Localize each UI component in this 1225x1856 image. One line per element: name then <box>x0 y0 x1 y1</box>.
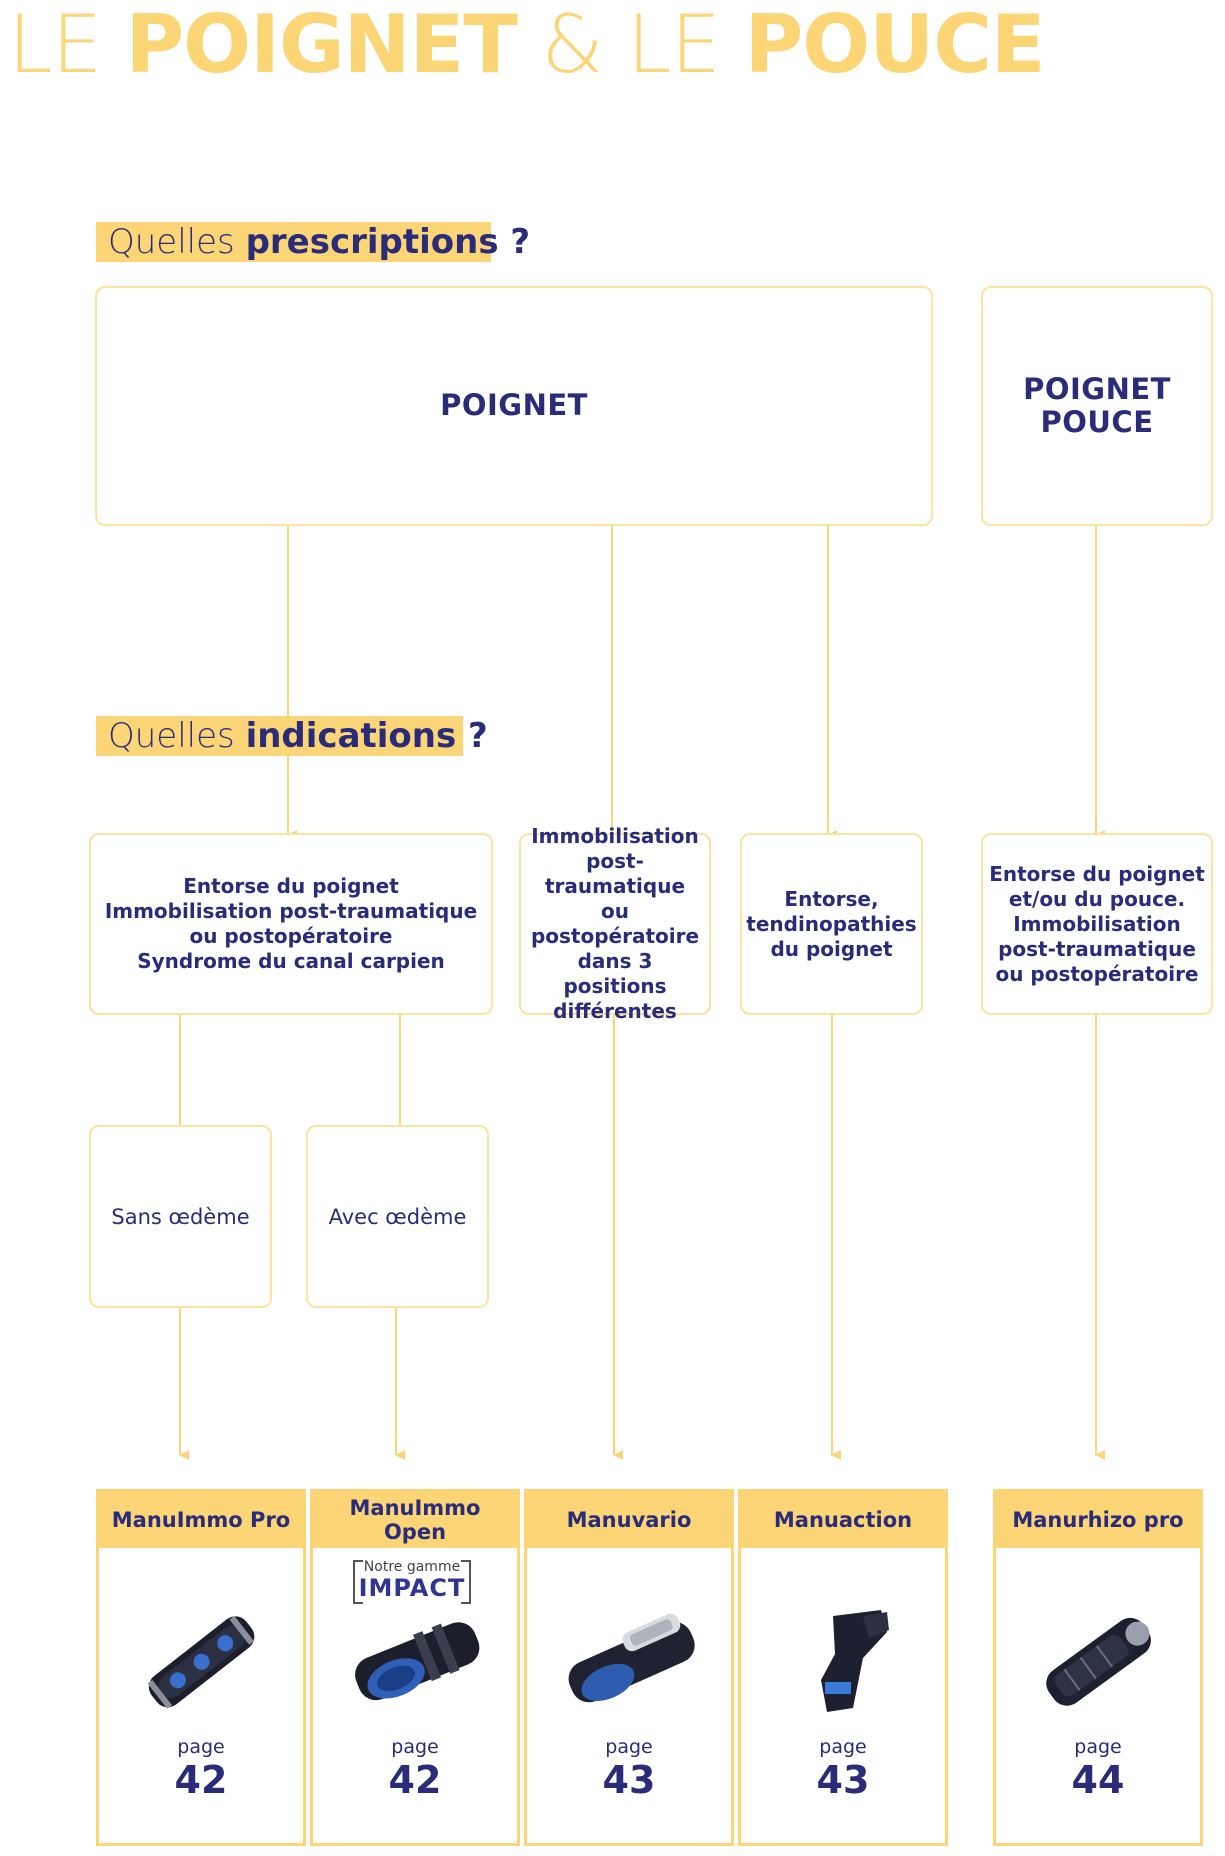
product-card[interactable]: Manuaction page 43 <box>738 1489 948 1846</box>
page-title: LE POIGNET & LE POUCE <box>8 0 1046 91</box>
brace-image <box>1046 1617 1151 1706</box>
product-name: Manuaction <box>741 1492 945 1548</box>
page-number: 43 <box>602 1758 656 1802</box>
sub-indication-sans-oedeme-box: Sans œdème <box>89 1125 272 1308</box>
page-label: page <box>819 1736 867 1758</box>
page-label: page <box>605 1736 653 1758</box>
product-name: Manurhizo pro <box>996 1492 1200 1548</box>
brace-image <box>568 1613 695 1703</box>
prescription-poignet-box: POIGNET <box>95 286 933 526</box>
indication-entorse-poignet-box: Entorse du poignet Immobilisation post-t… <box>89 833 493 1015</box>
product-name: ManuImmo Open <box>313 1492 517 1548</box>
page-label: page <box>1074 1736 1122 1758</box>
impact-range-logo: Notre gamme IMPACT <box>353 1558 471 1604</box>
sub-indication-avec-oedeme-box: Avec œdème <box>306 1125 489 1308</box>
section-indications-header: Quelles indications ? <box>96 716 488 756</box>
page-number: 43 <box>816 1758 870 1802</box>
section-prescriptions-header: Quelles prescriptions ? <box>96 222 530 262</box>
indication-pouce-box: Entorse du poignet et/ou du pouce. Immob… <box>981 833 1213 1015</box>
page-label: page <box>177 1736 225 1758</box>
prescription-poignet-pouce-box: POIGNET POUCE <box>981 286 1213 526</box>
indication-tendinopathies-box: Entorse, tendinopathies du poignet <box>740 833 923 1015</box>
page-number: 42 <box>174 1758 228 1802</box>
page-number: 42 <box>388 1758 442 1802</box>
product-name: Manuvario <box>527 1492 731 1548</box>
page-label: page <box>391 1736 439 1758</box>
product-card[interactable]: Manurhizo pro page 44 <box>993 1489 1203 1846</box>
brace-image <box>147 1615 255 1709</box>
brace-image <box>821 1610 889 1712</box>
brace-image <box>355 1622 480 1701</box>
product-name: ManuImmo Pro <box>99 1492 303 1548</box>
product-card[interactable]: Manuvario page 43 <box>524 1489 734 1846</box>
product-card[interactable]: ManuImmo Pro page 42 <box>96 1489 306 1846</box>
product-card[interactable]: ManuImmo Open Notre gamme IMPACT page 42 <box>310 1489 520 1846</box>
indication-immobilisation-box: Immobilisation post-traumatique ou posto… <box>519 824 711 1023</box>
page-number: 44 <box>1071 1758 1125 1802</box>
